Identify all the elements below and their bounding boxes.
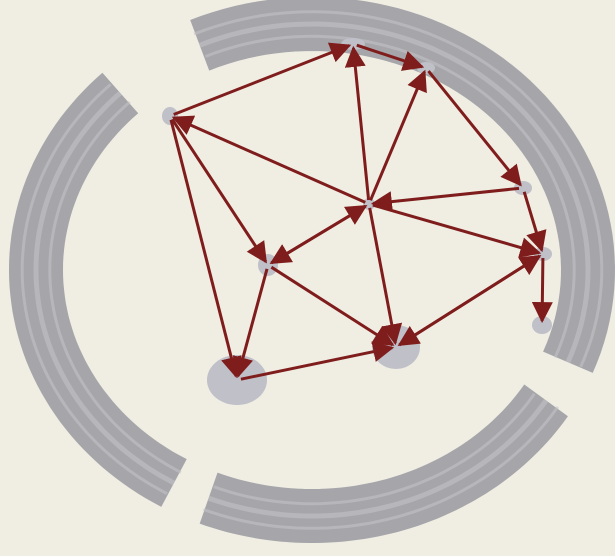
node — [417, 62, 435, 74]
node — [258, 254, 278, 276]
node — [372, 325, 420, 369]
edge-arrow — [542, 258, 543, 321]
node — [207, 355, 267, 405]
